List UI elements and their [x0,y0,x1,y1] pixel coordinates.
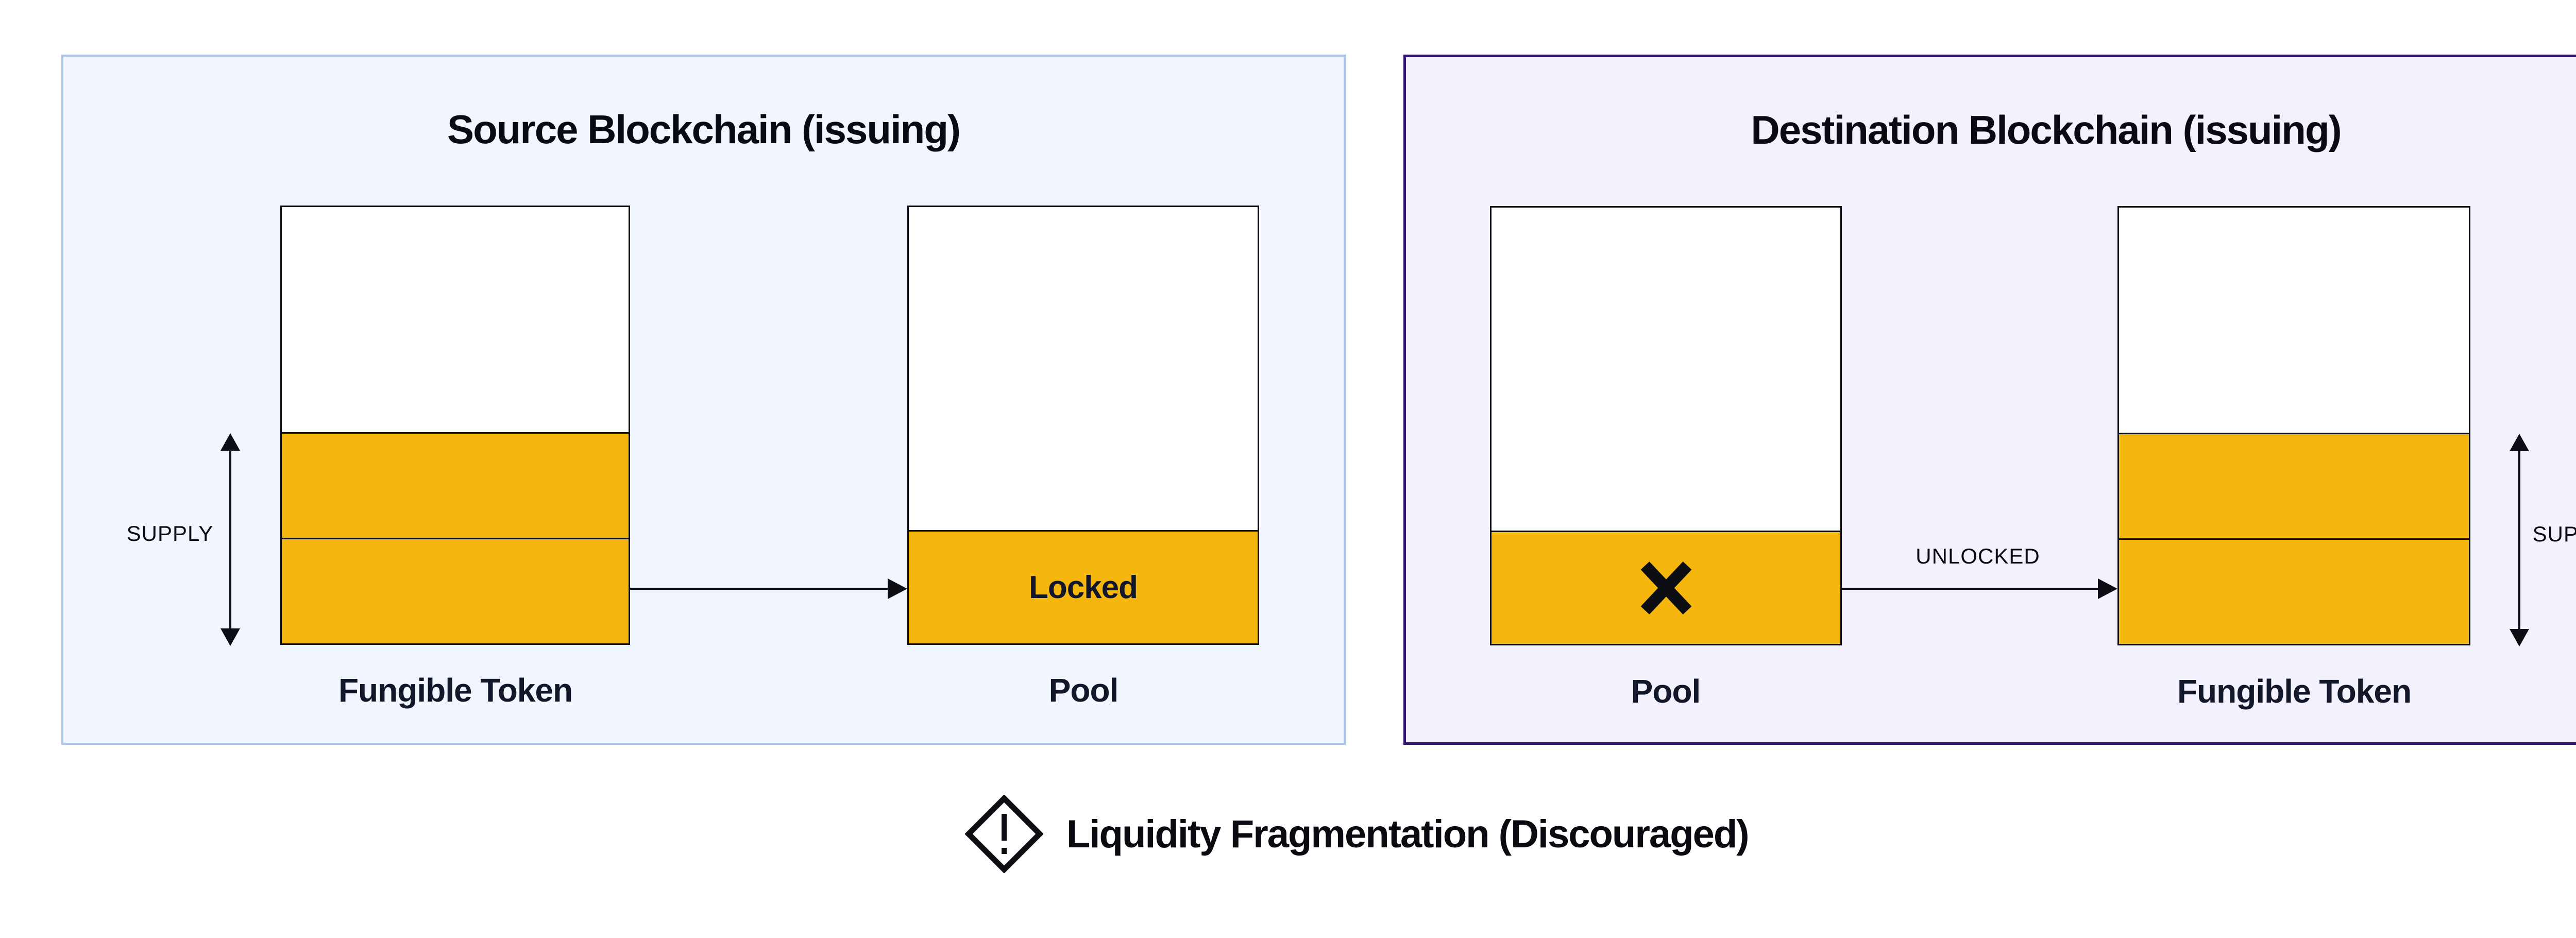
caption-text: Liquidity Fragmentation (Discouraged) [1066,812,1750,856]
caption-row: Liquidity Fragmentation (Discouraged) [965,795,1750,873]
source-panel-title: Source Blockchain (issuing) [447,107,961,152]
supply-section-lower [282,538,629,643]
supply-range-arrow-icon [2510,434,2529,646]
destination-panel-title: Destination Blockchain (issuing) [1751,107,2342,152]
fungible-token-label: Fungible Token [2177,673,2412,710]
unlock-flow-arrow-icon [1842,578,2117,599]
pool-bar: Locked [907,206,1259,645]
fungible-token-label: Fungible Token [338,672,573,709]
unminted-section [2119,208,2469,433]
fungible-token-bar [280,206,630,645]
unlocked-label: UNLOCKED [1916,544,2040,568]
x-mark-icon [1640,561,1691,615]
unminted-section [282,207,629,432]
warning-diamond-icon [965,795,1043,873]
supply-label-right: SUPPLY [2532,522,2576,546]
pool-bar [1490,206,1842,645]
crossed-out-section [1492,531,1840,644]
locked-label: Locked [1028,570,1138,605]
fungible-token-bar [2117,206,2470,645]
source-blockchain-panel: Source Blockchain (issuing) SUPPLY Fungi… [61,55,1346,745]
lock-flow-arrow-icon [630,578,907,599]
destination-blockchain-panel: Destination Blockchain (issuing) Pool UN… [1403,55,2576,745]
supply-section-upper [2119,433,2469,538]
pool-empty-section [909,207,1258,530]
supply-range-arrow-icon [221,433,240,646]
pool-label: Pool [1048,672,1119,709]
supply-label-left: SUPPLY [126,521,214,545]
supply-section-upper [282,432,629,538]
supply-section-lower [2119,538,2469,644]
locked-section: Locked [909,530,1258,643]
pool-label: Pool [1631,673,1701,710]
pool-empty-section [1492,208,1840,531]
